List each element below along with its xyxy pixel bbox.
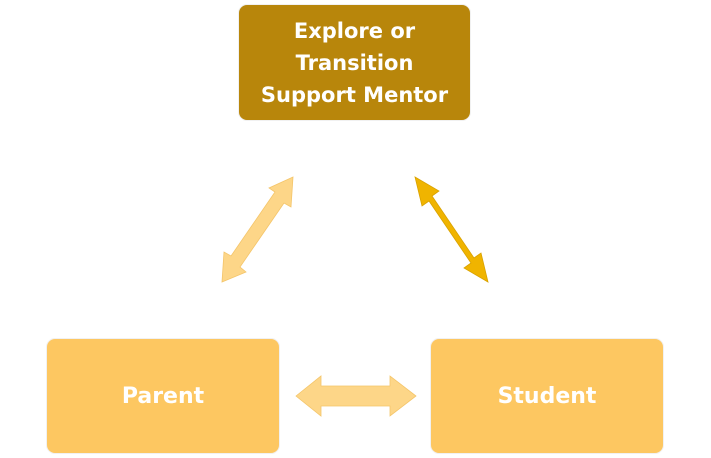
student-label: Student — [497, 383, 597, 409]
mentor-label-line-2: Transition — [295, 50, 414, 75]
mentor-node: Explore or Transition Support Mentor — [238, 4, 471, 121]
student-mentor-double-arrow — [414, 176, 489, 283]
parent-mentor-double-arrow — [221, 176, 294, 283]
parent-student-double-arrow — [295, 375, 417, 417]
parent-node: Parent — [46, 338, 280, 454]
mentor-label: Explore or Transition Support Mentor — [261, 15, 448, 111]
parent-label: Parent — [121, 383, 205, 409]
student-node: Student — [430, 338, 664, 454]
mentor-label-line-3: Support Mentor — [260, 82, 449, 107]
mentor-label-line-1: Explore or — [293, 18, 416, 43]
